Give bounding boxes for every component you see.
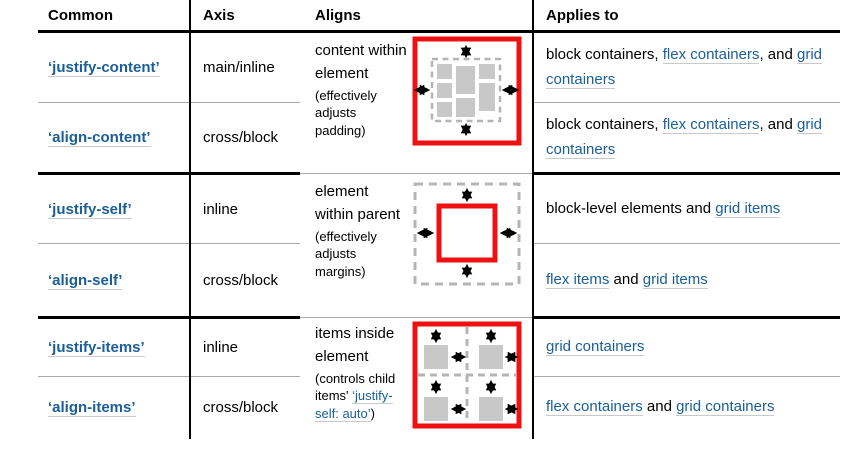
- justify-self-auto-link[interactable]: ‘justify-self: auto’: [315, 388, 393, 423]
- aligns-cell: items inside element (controls child ite…: [300, 317, 534, 439]
- aligns-text: element within parent: [315, 183, 401, 224]
- table-row: ‘justify-self’ inline element within par…: [38, 173, 840, 318]
- applies-to-cell: block containers, flex containers, and g…: [533, 102, 840, 175]
- text-run: block-level elements and: [546, 199, 716, 217]
- common-cell: ‘align-items’: [38, 376, 191, 439]
- text-run: and: [642, 398, 677, 416]
- aligns-content: content within element (effectively adju…: [315, 35, 532, 147]
- aligns-text: content within element: [315, 42, 407, 83]
- property-link-justify-self[interactable]: ‘justify-self’: [48, 200, 132, 219]
- table-row: ‘justify-content’ main/inline content wi…: [38, 31, 840, 174]
- header-row: Common Axis Aligns Applies to: [38, 0, 840, 33]
- common-cell: ‘justify-content’: [38, 31, 191, 103]
- table-row: ‘align-content’ cross/block block contai…: [38, 102, 840, 175]
- grid-containers-link[interactable]: grid containers: [546, 45, 822, 89]
- aligns-note: (effectively adjusts margins): [315, 228, 407, 282]
- element-within-parent-icon: [413, 182, 521, 286]
- flex-items-link[interactable]: flex items: [546, 270, 610, 289]
- grid-containers-link[interactable]: grid containers: [546, 338, 645, 357]
- applies-to-cell: flex containers and grid containers: [533, 377, 840, 439]
- text-run: block containers,: [546, 45, 663, 63]
- common-cell: ‘justify-items’: [38, 317, 191, 377]
- column-header-aligns: Aligns: [300, 0, 534, 33]
- axis-cell: inline: [190, 317, 300, 377]
- aligns-description: element within parent (effectively adjus…: [315, 176, 407, 281]
- alignment-properties-table: Common Axis Aligns Applies to ‘justify-c…: [38, 0, 840, 439]
- property-link-align-content[interactable]: ‘align-content’: [48, 129, 151, 147]
- aligns-cell: content within element (effectively adju…: [300, 31, 534, 174]
- property-link-align-self[interactable]: ‘align-self’: [48, 271, 123, 290]
- column-header-common: Common: [38, 0, 191, 33]
- property-link-align-items[interactable]: ‘align-items’: [48, 399, 136, 418]
- text-run: (effectively adjusts margins): [315, 228, 377, 280]
- axis-cell: cross/block: [203, 399, 279, 417]
- grid-containers-link[interactable]: grid containers: [676, 398, 775, 417]
- applies-to-cell: flex items and grid items: [533, 243, 840, 319]
- axis-cell: cross/block: [190, 243, 300, 319]
- table-row: ‘justify-items’ inline items inside elem…: [38, 317, 840, 439]
- aligns-note: (controls child items' ‘justify-self: au…: [315, 370, 407, 424]
- applies-to-cell: block-level elements and grid items: [533, 173, 840, 244]
- table-row: ‘align-items’ cross/block flex container…: [38, 376, 840, 439]
- common-cell: ‘align-self’: [38, 243, 191, 319]
- property-link-justify-items[interactable]: ‘justify-items’: [48, 339, 145, 357]
- text-run: , and: [759, 115, 797, 133]
- items-inside-element-icon: [412, 321, 522, 429]
- property-link-justify-content[interactable]: ‘justify-content’: [48, 59, 160, 77]
- aligns-content: items inside element (controls child ite…: [315, 320, 532, 430]
- text-run: , and: [759, 45, 797, 63]
- text-run: block containers,: [546, 115, 663, 133]
- column-header-axis: Axis: [190, 0, 300, 33]
- aligns-cell: element within parent (effectively adjus…: [300, 173, 534, 318]
- text-run: ): [370, 406, 375, 422]
- axis-cell: main/inline: [190, 31, 300, 103]
- grid-items-link[interactable]: grid items: [715, 199, 781, 218]
- common-cell: ‘align-content’: [38, 102, 191, 175]
- column-header-applies-to: Applies to: [533, 0, 840, 33]
- aligns-description: items inside element (controls child ite…: [315, 320, 407, 423]
- applies-to-cell: block containers, flex containers, and g…: [533, 31, 840, 103]
- aligns-text: items inside element: [315, 325, 395, 366]
- axis-cell: cross/block: [190, 102, 300, 175]
- flex-containers-link[interactable]: flex containers: [662, 115, 760, 134]
- common-cell: ‘justify-self’: [38, 173, 191, 244]
- text-run: (controls child items': [315, 370, 396, 404]
- applies-to-cell: grid containers: [533, 317, 840, 377]
- flex-containers-link[interactable]: flex containers: [546, 398, 643, 417]
- table-row: ‘align-self’ cross/block flex items and …: [38, 243, 840, 319]
- aligns-note: (effectively adjusts padding): [315, 87, 407, 141]
- axis-cell: inline: [190, 173, 300, 244]
- text-run: (effectively adjusts padding): [315, 87, 377, 139]
- grid-containers-link[interactable]: grid containers: [546, 115, 822, 159]
- grid-items-link[interactable]: grid items: [642, 270, 708, 289]
- flex-containers-link[interactable]: flex containers: [662, 45, 760, 64]
- text-run: and: [609, 270, 643, 288]
- content-within-element-icon: [412, 36, 522, 146]
- aligns-content: element within parent (effectively adjus…: [315, 176, 532, 288]
- aligns-description: content within element (effectively adju…: [315, 35, 407, 140]
